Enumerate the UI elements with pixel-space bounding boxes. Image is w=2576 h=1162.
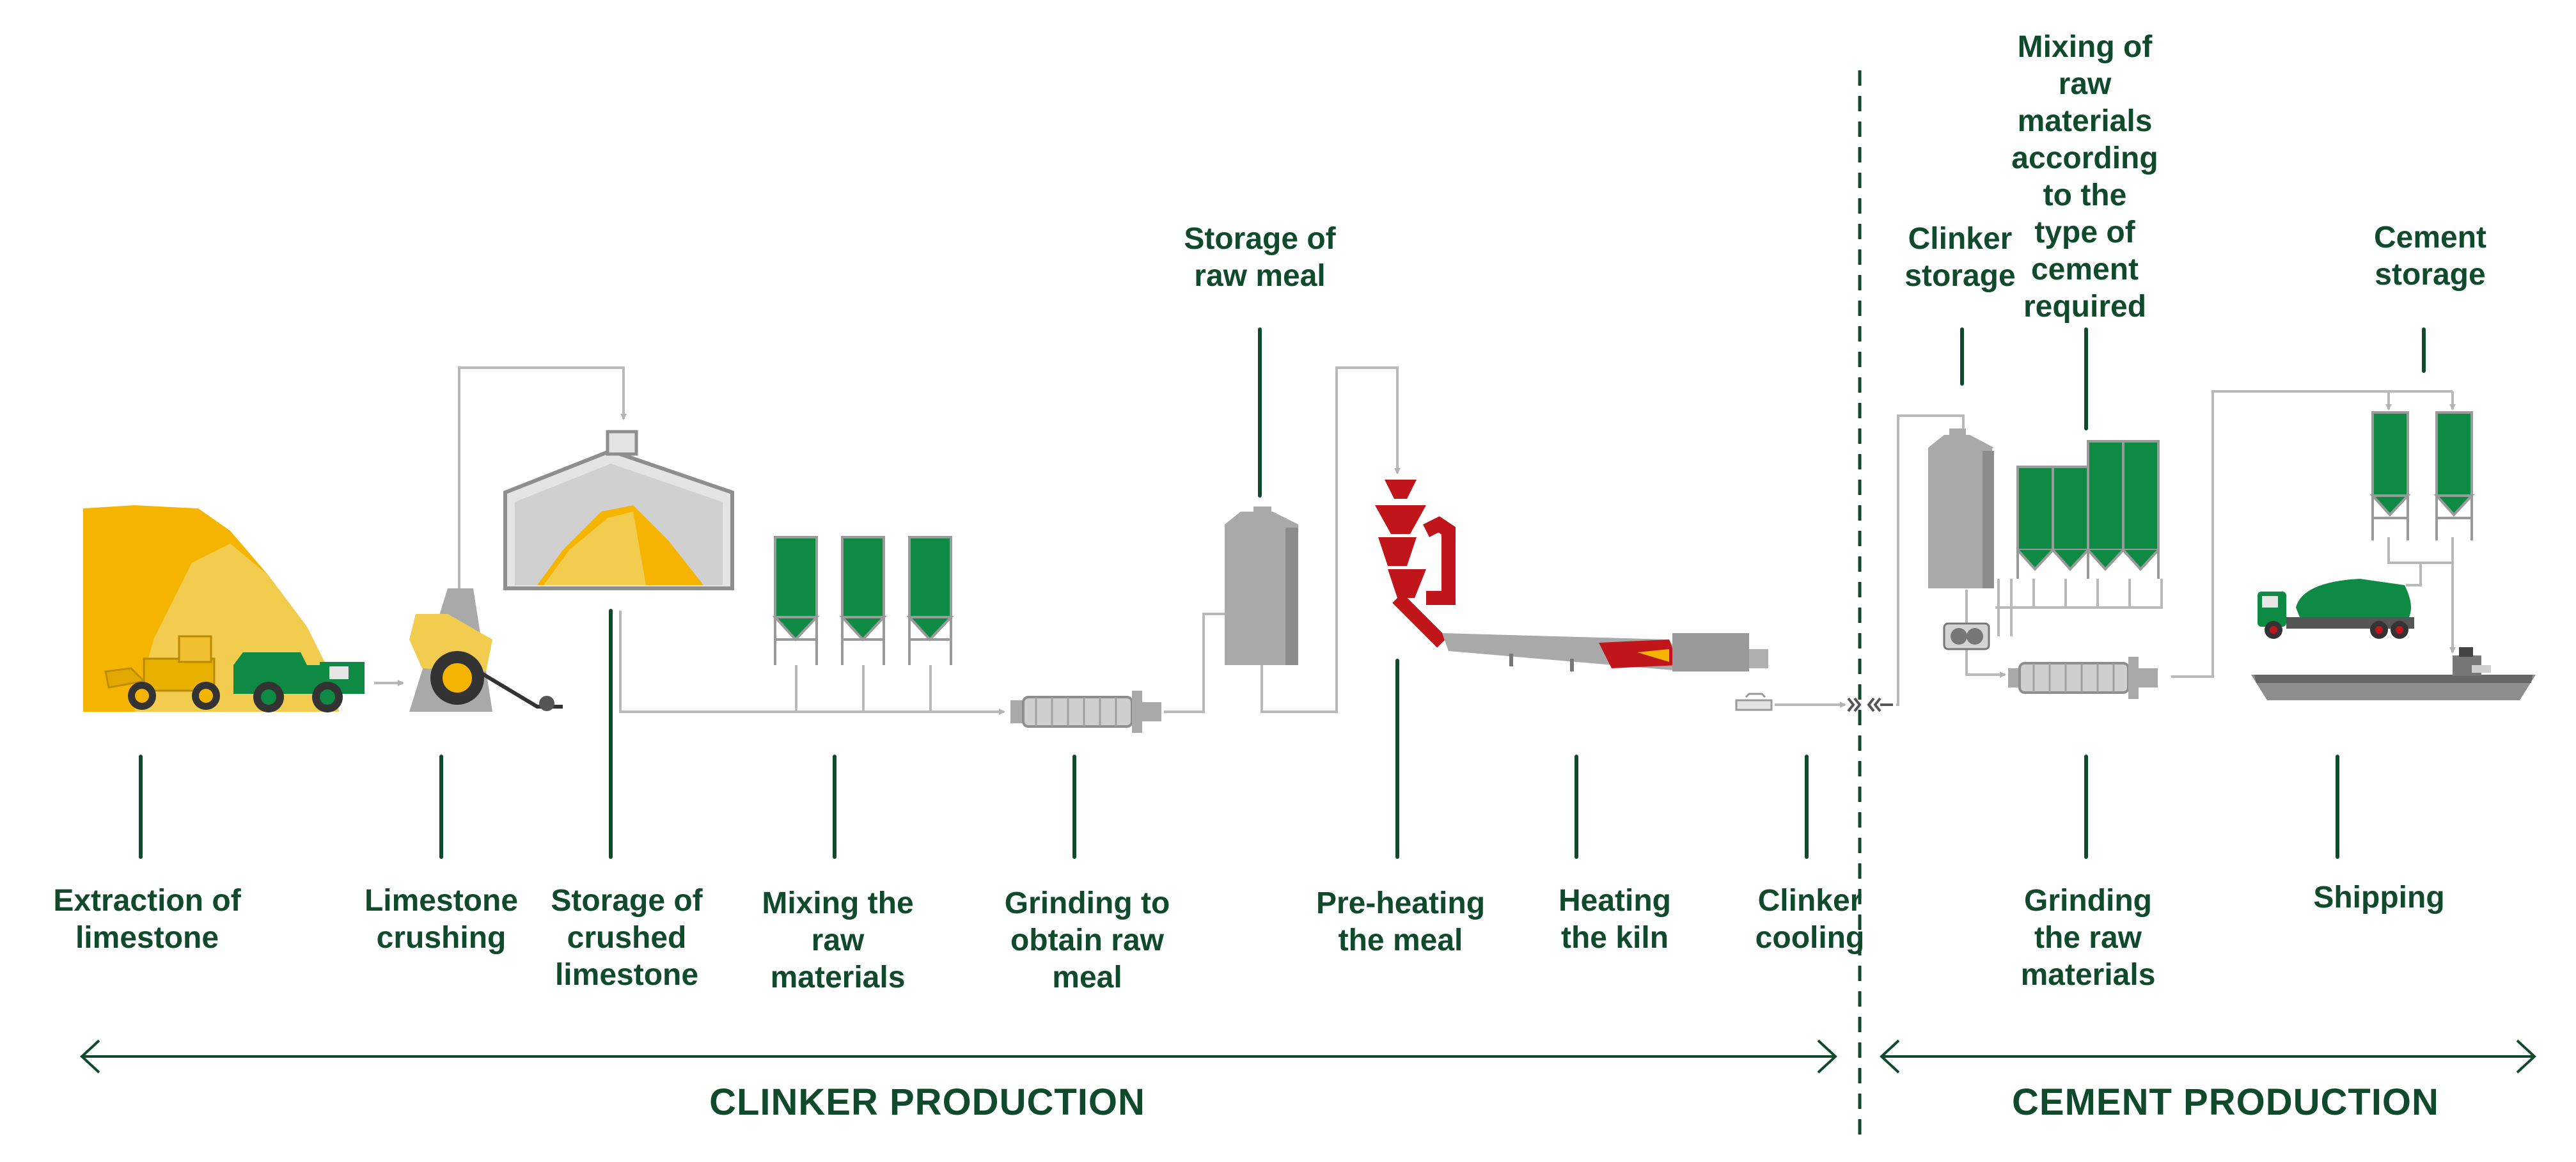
callout-leaders xyxy=(139,327,2426,859)
process-flow-lines xyxy=(374,366,2456,715)
label-grinding-raw-meal: Grinding to obtain raw meal xyxy=(1004,886,1170,994)
raw-silo-1 xyxy=(772,536,820,665)
label-mixing-raw-materials: Mixing the raw materials xyxy=(762,886,914,994)
flow-break-icon xyxy=(1847,697,1893,712)
cement-production-arrow xyxy=(1880,1039,2536,1074)
cement-storage-silos-icon xyxy=(2369,411,2475,540)
raw-silo-3 xyxy=(906,536,954,665)
cement-truck-icon xyxy=(2258,579,2414,639)
label-shipping: Shipping xyxy=(2313,881,2445,915)
clinker-production-arrow xyxy=(80,1039,1837,1074)
dump-truck-icon xyxy=(233,652,365,712)
raw-silo-2 xyxy=(839,536,887,665)
label-limestone-crushing: Limestone crushing xyxy=(364,884,519,955)
label-clinker-cooling: Clinker cooling xyxy=(1755,884,1865,955)
label-storage-raw-meal: Storage of raw meal xyxy=(1184,222,1336,293)
label-mixing-type-of-cement: Mixing of raw materials according to the… xyxy=(2011,30,2158,324)
label-extraction-of-limestone: Extraction of limestone xyxy=(53,884,241,955)
storage-hall-icon xyxy=(503,430,734,590)
cyclone-preheater-icon xyxy=(1375,480,1456,648)
label-pre-heating-meal: Pre-heating the meal xyxy=(1315,886,1486,957)
clinker-production-label: CLINKER PRODUCTION xyxy=(709,1081,1145,1123)
cement-production-label: CEMENT PRODUCTION xyxy=(2012,1081,2439,1123)
silo-icon xyxy=(772,536,954,665)
ball-mill-icon xyxy=(1010,691,1161,733)
label-cement-storage: Cement storage xyxy=(2373,221,2487,292)
label-storage-crushed-limestone: Storage of crushed limestone xyxy=(551,884,703,992)
cooler-icon xyxy=(1735,693,1773,711)
label-grinding-raw-materials: Grinding the raw materials xyxy=(2020,884,2156,992)
label-clinker-storage: Clinker storage xyxy=(1905,222,2016,293)
clinker-silo-icon xyxy=(1928,428,1994,588)
grinding-mill-icon xyxy=(1943,622,2158,699)
cargo-ship-icon xyxy=(2251,647,2536,700)
rotary-kiln-icon xyxy=(1442,633,1768,671)
wheel-loader-icon xyxy=(104,635,220,710)
label-heating-kiln: Heating the kiln xyxy=(1558,884,1671,955)
cement-mixing-silos-icon xyxy=(2016,440,2160,579)
crusher-icon xyxy=(409,588,563,712)
raw-meal-silo-icon xyxy=(1225,506,1298,665)
